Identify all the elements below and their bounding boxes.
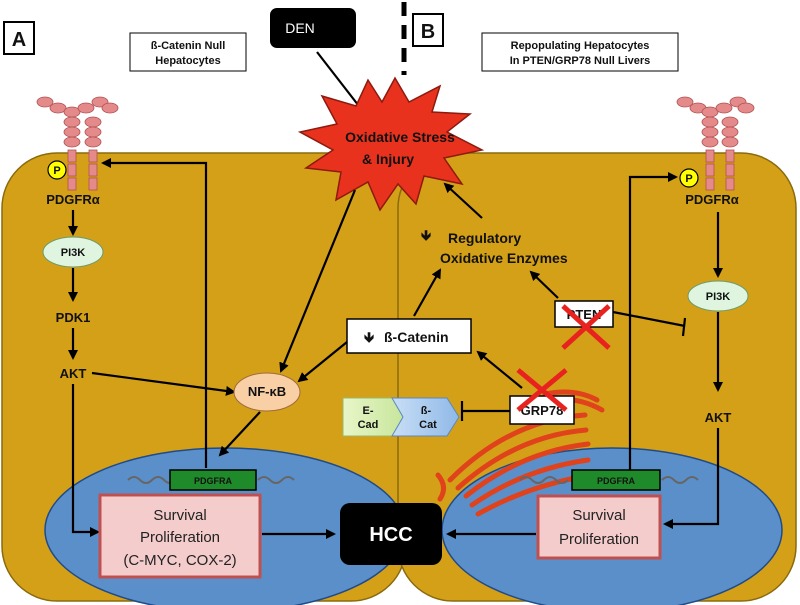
left-survival-box bbox=[98, 493, 262, 579]
grp78-knockout-x bbox=[516, 368, 568, 412]
den-box bbox=[270, 8, 356, 48]
right-gene-box bbox=[571, 469, 661, 491]
regulatory-line2: Oxidative Enzymes bbox=[440, 250, 568, 266]
left-akt-label: AKT bbox=[60, 366, 87, 381]
grp78-label: GRP78 bbox=[521, 403, 564, 418]
panel-a-title-line1: ß-Catenin Null bbox=[151, 40, 226, 52]
hcc-label: HCC bbox=[369, 524, 412, 546]
right-phospho-circle bbox=[679, 168, 699, 188]
right-dna-strand bbox=[519, 476, 699, 484]
right-akt-label: AKT bbox=[705, 410, 732, 425]
beta-catenin-label: ß-Catenin bbox=[384, 329, 449, 345]
right-receptor-label: PDGFRα bbox=[685, 192, 739, 207]
left-phospho-label: P bbox=[53, 165, 60, 177]
right-survival-line1: Survival bbox=[572, 507, 625, 524]
right-survival-line2: Proliferation bbox=[559, 531, 639, 548]
right-phospho-label: P bbox=[685, 173, 692, 185]
stress-line2: & Injury bbox=[362, 151, 414, 167]
right-pi3k-label: PI3K bbox=[706, 291, 731, 303]
left-receptor-ligand bbox=[36, 96, 119, 191]
bcat-line1: ß- bbox=[421, 405, 432, 417]
den-label: DEN bbox=[285, 20, 315, 36]
left-phospho-circle bbox=[47, 160, 67, 180]
regulatory-down-arrow: 🡻 bbox=[421, 227, 431, 243]
left-gene-label: PDGFRA bbox=[194, 476, 233, 486]
panel-b-title-line2: In PTEN/GRP78 Null Livers bbox=[510, 55, 651, 67]
ecad-line2: Cad bbox=[358, 419, 379, 431]
nfkb-label: NF-κB bbox=[248, 384, 286, 399]
ecad-line1: E- bbox=[363, 405, 374, 417]
right-receptor-ligand bbox=[676, 96, 755, 191]
left-survival-line1: Survival bbox=[153, 507, 206, 524]
regulatory-line1: Regulatory bbox=[448, 230, 521, 246]
right-pi3k-node bbox=[687, 280, 749, 312]
left-gene-box bbox=[169, 469, 257, 491]
panel-b-title-line1: Repopulating Hepatocytes bbox=[511, 40, 650, 52]
bcat-shape bbox=[391, 397, 460, 437]
oxidative-stress-burst bbox=[297, 76, 485, 212]
right-gene-label: PDGFRA bbox=[597, 476, 636, 486]
left-pi3k-label: PI3K bbox=[61, 247, 86, 259]
left-receptor-label: PDGFRα bbox=[46, 192, 100, 207]
hcc-box bbox=[340, 503, 442, 565]
endoplasmic-reticulum bbox=[435, 389, 605, 517]
left-survival-line2: Proliferation bbox=[140, 529, 220, 546]
nfkb-node bbox=[233, 372, 301, 412]
beta-catenin-box bbox=[346, 318, 472, 354]
left-survival-line3: (C-MYC, COX-2) bbox=[123, 552, 236, 569]
stress-line1: Oxidative Stress bbox=[345, 129, 455, 145]
pten-knockout-x bbox=[561, 304, 611, 350]
panel-b-label: B bbox=[421, 21, 435, 43]
bcat-line2: Cat bbox=[419, 419, 437, 431]
beta-catenin-down-arrow: 🡻 bbox=[364, 329, 374, 345]
panel-a-label: A bbox=[12, 29, 26, 51]
left-pi3k-node bbox=[42, 236, 104, 268]
right-survival-box bbox=[536, 494, 662, 560]
left-pdk1-label: PDK1 bbox=[56, 310, 91, 325]
panel-a-title-line2: Hepatocytes bbox=[155, 55, 220, 67]
